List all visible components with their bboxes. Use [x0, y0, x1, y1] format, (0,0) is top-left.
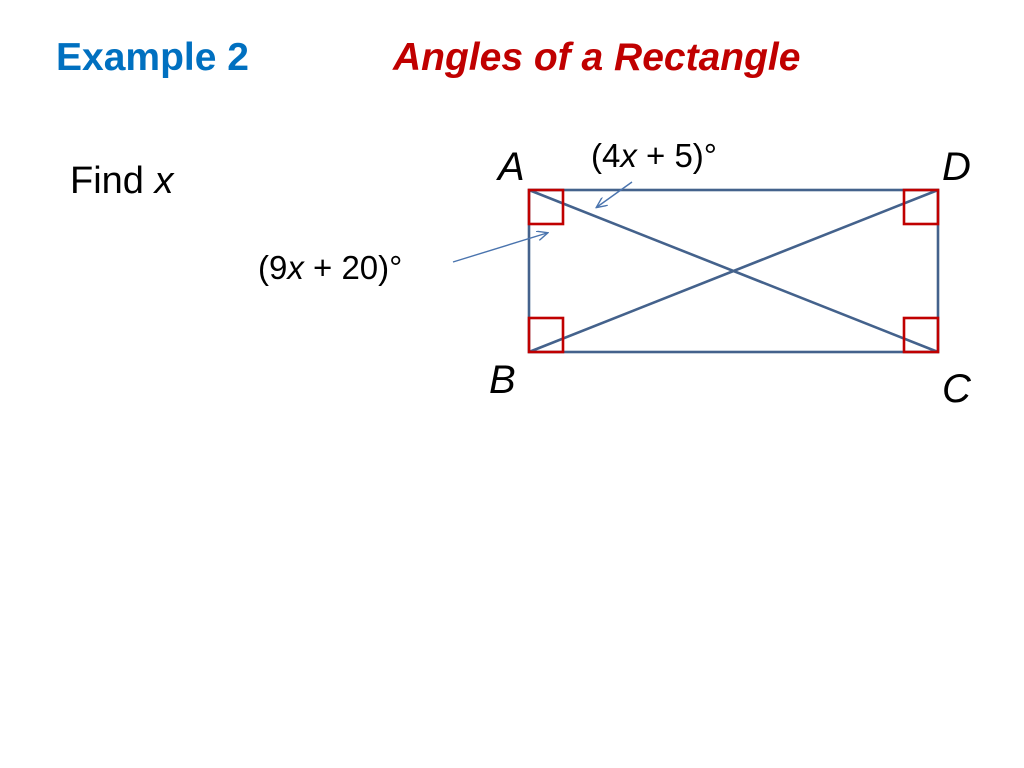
prompt-text: Find: [70, 160, 155, 202]
slide-heading: Example 2 Angles of a Rectangle: [56, 36, 956, 86]
angle-label-top-open: (4: [591, 137, 620, 174]
vertex-label-a: A: [496, 145, 525, 189]
angle-label-left-rest: + 20)°: [304, 249, 403, 286]
slide-title: Angles of a Rectangle: [393, 36, 801, 79]
right-angle-marker-d: [902, 188, 940, 226]
example-label: Example 2: [56, 36, 249, 79]
angle-label-left-variable: x: [285, 249, 305, 286]
right-angle-marker-b: [527, 316, 565, 354]
rectangle-abcd: [527, 188, 940, 354]
right-angle-marker-a: [527, 188, 565, 226]
right-angle-marker-c: [902, 316, 940, 354]
angle-label-left: (9x + 20)°: [258, 249, 402, 286]
arrow-top-angle: [597, 181, 633, 207]
find-x-prompt: Find x: [70, 160, 173, 203]
vertex-label-d: D: [942, 145, 971, 189]
vertex-label-c: C: [942, 367, 972, 411]
vertex-label-b: B: [489, 358, 516, 402]
angle-label-top-variable: x: [618, 137, 638, 174]
angle-label-left-open: (9: [258, 249, 287, 286]
arrow-left-angle: [452, 233, 547, 263]
prompt-variable: x: [154, 160, 174, 202]
angle-label-top-rest: + 5)°: [637, 137, 717, 174]
diagonal-bd: [528, 188, 939, 354]
angle-label-top: (4x + 5)°: [591, 137, 717, 174]
